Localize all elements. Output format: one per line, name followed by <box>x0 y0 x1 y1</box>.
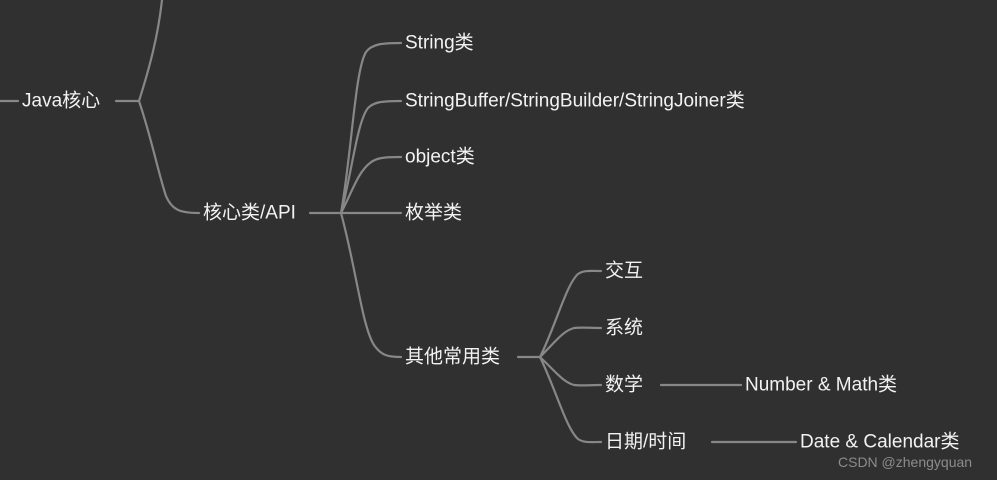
node-interaction[interactable]: 交互 <box>605 260 644 282</box>
edge-core-api-to-string <box>339 41 403 215</box>
node-date-time[interactable]: 日期/时间 <box>605 431 687 453</box>
node-other-common-classes[interactable]: 其他常用类 <box>405 346 501 368</box>
node-object-class[interactable]: object类 <box>405 146 475 168</box>
edge-other-to-math <box>538 355 603 387</box>
node-root-java-core[interactable]: Java核心 <box>22 90 101 112</box>
edge-core-api-to-other <box>339 211 403 359</box>
node-number-math-class[interactable]: Number & Math类 <box>745 374 898 396</box>
node-system[interactable]: 系统 <box>605 317 644 339</box>
node-string-class[interactable]: String类 <box>405 32 474 54</box>
node-date-calendar-class[interactable]: Date & Calendar类 <box>800 431 960 453</box>
node-enum-class[interactable]: 枚举类 <box>405 202 463 224</box>
watermark-text: CSDN @zhengyquan <box>838 454 973 470</box>
edge-other-to-system <box>538 326 603 359</box>
edge-root-to-core-api <box>137 99 201 215</box>
node-core-api[interactable]: 核心类/API <box>203 202 296 224</box>
edge-root-to-offscreen-up <box>137 0 164 103</box>
edge-other-to-datetime <box>538 355 603 444</box>
edge-other-to-interaction <box>538 269 603 359</box>
node-stringbuffer-builder-joiner-class[interactable]: StringBuffer/StringBuilder/StringJoiner类 <box>405 90 745 112</box>
node-math[interactable]: 数学 <box>605 374 644 396</box>
edge-core-api-to-stringbuffer <box>339 99 403 215</box>
edge-core-api-to-object <box>339 155 403 215</box>
